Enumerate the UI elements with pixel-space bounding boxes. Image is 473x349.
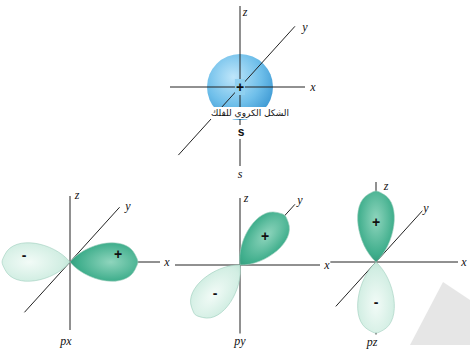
- page-corner-shadow: [410, 282, 470, 345]
- phase-sign: -: [212, 285, 219, 301]
- orbital-name: py: [233, 334, 246, 349]
- axis-label: y: [301, 20, 308, 35]
- axis-label: x: [163, 255, 170, 270]
- orbital-lobe: [226, 203, 298, 277]
- orbital-lobe: [70, 243, 138, 281]
- axis-line: [178, 26, 295, 155]
- axis-label: z: [243, 191, 250, 206]
- orbital-lobe: [358, 262, 395, 333]
- phase-sign: +: [260, 228, 270, 244]
- axis-label: x: [460, 255, 467, 270]
- axis-line: [330, 262, 458, 263]
- phase-sign: -: [373, 294, 380, 310]
- phase-sign: +: [113, 246, 123, 262]
- axis-label: y: [422, 201, 429, 216]
- axis-label: x: [323, 258, 330, 273]
- orbital-name: s: [237, 125, 246, 139]
- phase-sign: -: [21, 247, 28, 263]
- axis-label: y: [296, 193, 303, 208]
- phase-sign: +: [235, 79, 245, 95]
- axis-label: s: [237, 167, 244, 182]
- orbital-lobe: [358, 191, 395, 262]
- orbital-name: pz: [366, 335, 379, 349]
- orbital-name: px: [59, 334, 72, 349]
- axis-label: z: [242, 5, 249, 20]
- phase-sign: +: [371, 214, 381, 230]
- axis-label: y: [124, 199, 131, 214]
- axis-label: z: [383, 179, 390, 194]
- orbital-lobe: [2, 243, 70, 281]
- orbital-caption: الشكل الكروي للفلك: [209, 107, 291, 119]
- axis-label: x: [309, 80, 316, 95]
- axis-label: z: [74, 188, 81, 203]
